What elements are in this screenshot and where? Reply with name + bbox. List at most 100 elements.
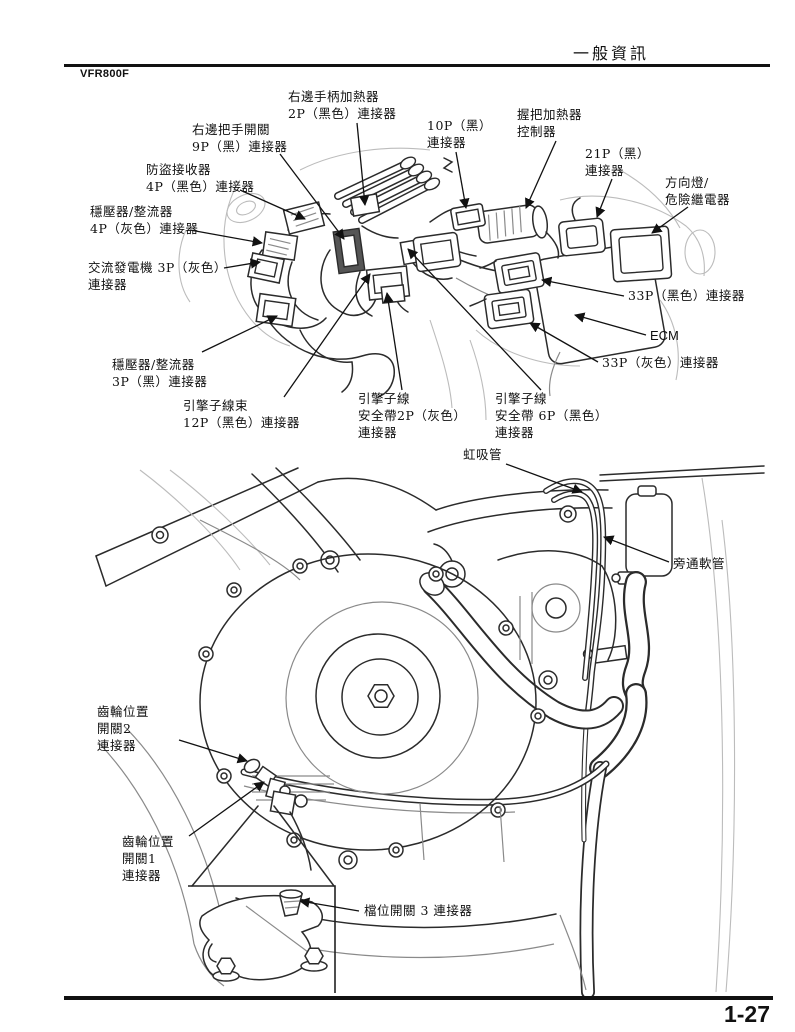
callout-text: 9P（黑）連接器 bbox=[192, 139, 287, 154]
callout-text: ECM bbox=[650, 328, 679, 343]
callout-ecm: ECM bbox=[573, 312, 679, 343]
callout-siphon-tube: 虹吸管 bbox=[463, 447, 583, 494]
connector-10p-shape bbox=[450, 203, 486, 231]
callout-text: 2P（黑色）連接器 bbox=[288, 106, 396, 121]
callout-text: 4P（黑色）連接器 bbox=[146, 179, 254, 194]
callout-text: 開關1 bbox=[122, 851, 156, 866]
callout-text: 3P（黑）連接器 bbox=[112, 374, 207, 389]
callout-text: 危險繼電器 bbox=[665, 192, 730, 207]
callout-connector-33p-gray: 33P（灰色）連接器 bbox=[529, 322, 719, 370]
background-lines bbox=[178, 147, 716, 421]
callout-arrow bbox=[651, 206, 689, 234]
radiator-reserve-tank bbox=[579, 465, 765, 999]
callout-text: 引擎子線 bbox=[358, 391, 410, 406]
callout-text: 控制器 bbox=[517, 124, 556, 139]
callout-text: 開關2 bbox=[97, 721, 131, 736]
footer-rule bbox=[64, 996, 773, 1000]
callout-alternator-3p-gray: 交流發電機 3P（灰色） 連接器 bbox=[88, 258, 262, 292]
callout-gear-switch-3: 檔位開關 3 連接器 bbox=[298, 897, 472, 918]
callout-bypass-hose: 旁通軟管 bbox=[603, 535, 725, 571]
callout-text: 引擎子線束 bbox=[183, 398, 248, 413]
callout-text: 握把加熱器 bbox=[517, 107, 582, 122]
callout-text: 引擎子線 bbox=[495, 391, 547, 406]
callout-grip-heater-controller: 握把加熱器 控制器 bbox=[517, 107, 582, 209]
callout-arrow bbox=[603, 535, 670, 563]
callout-connector-10p: 10P（黑） 連接器 bbox=[427, 118, 492, 210]
callout-arrow bbox=[383, 291, 403, 391]
callout-regulator-rectifier-3p-black: 穩壓器/整流器 3P（黑）連接器 bbox=[112, 315, 278, 389]
callout-arrow bbox=[223, 258, 262, 269]
callout-text: 33P（黑色）連接器 bbox=[628, 288, 745, 303]
connector-cluster bbox=[246, 193, 462, 328]
callout-arrow bbox=[455, 151, 470, 210]
model-label: VFR800F bbox=[80, 68, 130, 80]
callout-connector-21p: 21P（黑） 連接器 bbox=[585, 146, 649, 218]
connector-33p-gray-shape bbox=[469, 288, 535, 330]
callout-gear-position-switch-1: 齒輪位置 開關1 連接器 bbox=[122, 781, 265, 883]
callout-text: 連接器 bbox=[122, 868, 161, 883]
callout-connector-33p-black: 33P（黑色）連接器 bbox=[540, 276, 745, 303]
inset-drawing bbox=[199, 889, 328, 982]
callout-text: 33P（灰色）連接器 bbox=[602, 355, 719, 370]
callout-arrow bbox=[525, 140, 557, 209]
callout-text: 連接器 bbox=[97, 738, 136, 753]
callout-right-handlebar-switch-9p: 右邊把手開關 9P（黑）連接器 bbox=[192, 122, 345, 240]
callout-text: 連接器 bbox=[495, 425, 534, 440]
callout-arrow bbox=[529, 322, 599, 363]
break-mark bbox=[442, 157, 454, 173]
callout-arrow bbox=[356, 122, 370, 207]
callout-arrow bbox=[407, 248, 542, 391]
callout-gear-position-switch-2: 齒輪位置 開關2 連接器 bbox=[97, 704, 248, 764]
relay-box bbox=[609, 225, 673, 283]
callout-text: 檔位開關 3 連接器 bbox=[364, 903, 472, 918]
callout-engine-sub-line-band-2p: 引擎子線 安全帶2P（灰色） 連接器 bbox=[358, 291, 466, 440]
connector-21p-shape bbox=[558, 197, 606, 257]
inset-leader-right bbox=[273, 805, 335, 887]
inset-box bbox=[188, 885, 336, 993]
cover-bolts bbox=[198, 505, 577, 858]
callouts: 右邊手柄加熱器 2P（黑色）連接器 右邊把手開關 9P（黑）連接器 防盜接收器 … bbox=[88, 89, 745, 918]
callout-arrow bbox=[178, 739, 248, 764]
lower-diagram bbox=[95, 465, 765, 999]
callout-engine-sub-line-band-6p: 引擎子線 安全帶 6P（黑色） 連接器 bbox=[407, 248, 607, 440]
callout-text: 12P（黑色）連接器 bbox=[183, 415, 300, 430]
header-rule bbox=[64, 64, 770, 67]
callout-arrow bbox=[573, 312, 647, 336]
callout-arrow bbox=[283, 273, 371, 398]
callout-text: 安全帶2P（灰色） bbox=[358, 408, 466, 423]
callout-text: 右邊手柄加熱器 bbox=[288, 89, 379, 104]
callout-regulator-rectifier-4p-gray: 穩壓器/整流器 4P（灰色）連接器 bbox=[90, 204, 264, 247]
callout-text: 右邊把手開關 bbox=[192, 122, 270, 137]
callout-text: 交流發電機 3P（灰色） bbox=[88, 260, 227, 275]
callout-text: 連接器 bbox=[427, 135, 466, 150]
frame-tubes bbox=[95, 467, 613, 587]
callout-immobilizer-receiver-4p: 防盜接收器 4P（黑色）連接器 bbox=[146, 162, 306, 220]
callout-turn-signal-hazard-relay: 方向燈/ 危險繼電器 bbox=[651, 175, 730, 234]
inset-leader-left bbox=[191, 805, 259, 887]
grip-heater-controller-shape bbox=[476, 204, 560, 259]
callout-arrow bbox=[279, 153, 345, 240]
page-title: 一般資訊 bbox=[573, 44, 650, 63]
callout-text: 旁通軟管 bbox=[673, 556, 725, 571]
callout-text: 4P（灰色）連接器 bbox=[90, 221, 198, 236]
callout-engine-sub-harness-12p: 引擎子線束 12P（黑色）連接器 bbox=[183, 273, 371, 430]
page-number: 1-27 bbox=[723, 1001, 770, 1027]
callout-text: 連接器 bbox=[358, 425, 397, 440]
callout-arrow bbox=[298, 897, 360, 912]
callout-text: 連接器 bbox=[585, 163, 624, 178]
callout-text: 防盜接收器 bbox=[146, 162, 211, 177]
water-hoses bbox=[240, 543, 624, 814]
callout-text: 虹吸管 bbox=[463, 447, 502, 462]
callout-text: 方向燈/ bbox=[665, 175, 709, 190]
callout-arrow bbox=[540, 276, 625, 297]
callout-text: 齒輪位置 bbox=[97, 704, 149, 719]
callout-arrow bbox=[201, 315, 278, 353]
callout-text: 10P（黑） bbox=[427, 118, 492, 133]
right-engine-case bbox=[497, 550, 617, 664]
clutch-cover bbox=[199, 553, 537, 870]
callout-arrow bbox=[188, 781, 265, 837]
upper-diagram bbox=[178, 147, 716, 421]
callout-text: 穩壓器/整流器 bbox=[112, 357, 195, 372]
callout-arrow bbox=[189, 229, 264, 247]
